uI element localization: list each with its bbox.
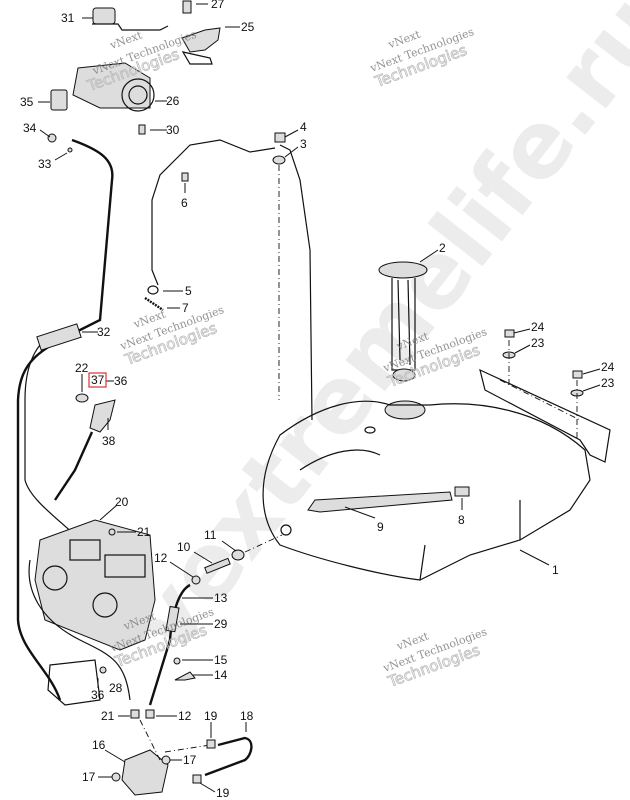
part-7-spring[interactable] bbox=[144, 297, 164, 311]
part-8-fitting[interactable] bbox=[454, 486, 470, 497]
watermark-2: vNext vNext Technologies Technologies bbox=[368, 25, 476, 91]
label-24b: 24 bbox=[601, 360, 615, 374]
part-26-throttle-housing[interactable] bbox=[72, 62, 155, 112]
part-32-connector[interactable] bbox=[36, 323, 82, 351]
part-24-nut-a[interactable] bbox=[504, 329, 515, 338]
watermark-6: vNext vNext Technologies Technologies bbox=[381, 625, 489, 691]
label-21b: 21 bbox=[101, 709, 115, 723]
part-32-cable[interactable] bbox=[16, 138, 114, 701]
label-5: 5 bbox=[185, 284, 192, 298]
part-17-screw-b[interactable] bbox=[111, 772, 121, 782]
label-27: 27 bbox=[211, 0, 225, 11]
label-10: 10 bbox=[177, 540, 191, 554]
label-37[interactable]: 37 bbox=[91, 373, 105, 387]
label-8: 8 bbox=[458, 513, 465, 527]
part-11-grommet[interactable] bbox=[231, 549, 245, 561]
part-28-clip[interactable] bbox=[99, 666, 107, 674]
part-19-clamp-a[interactable] bbox=[206, 739, 216, 749]
label-26: 26 bbox=[166, 94, 180, 108]
part-12-clamp-b[interactable] bbox=[145, 709, 155, 719]
label-36a: 36 bbox=[114, 374, 128, 388]
part-38-primer[interactable] bbox=[54, 399, 116, 501]
label-23a: 23 bbox=[531, 336, 545, 350]
part-5-vent-line[interactable] bbox=[151, 139, 313, 421]
leader-lines bbox=[38, 3, 601, 793]
part-21-clip-b[interactable] bbox=[130, 709, 140, 719]
part-24-nut-b[interactable] bbox=[572, 370, 583, 379]
label-19b: 19 bbox=[216, 786, 230, 800]
label-20: 20 bbox=[115, 495, 129, 509]
label-7: 7 bbox=[182, 301, 189, 315]
part-27-bolt[interactable] bbox=[182, 0, 192, 14]
label-29: 29 bbox=[214, 617, 228, 631]
label-14: 14 bbox=[214, 668, 228, 682]
part-20-carburetor-assembly[interactable] bbox=[28, 519, 156, 701]
label-12b: 12 bbox=[178, 709, 192, 723]
label-25: 25 bbox=[241, 20, 255, 34]
label-38: 38 bbox=[102, 434, 116, 448]
label-35: 35 bbox=[20, 95, 34, 109]
highlight-box-37 bbox=[88, 372, 107, 388]
part-25-lever[interactable] bbox=[181, 27, 221, 65]
lower-valve bbox=[47, 659, 101, 706]
part-30-screw[interactable] bbox=[138, 124, 146, 135]
label-6: 6 bbox=[181, 196, 188, 210]
label-30: 30 bbox=[166, 123, 180, 137]
label-33: 33 bbox=[38, 157, 52, 171]
part-17-screw-a[interactable] bbox=[161, 755, 171, 765]
watermark-3: vNext vNext Technologies Technologies bbox=[118, 303, 226, 369]
part-19-clamp-b[interactable] bbox=[192, 774, 202, 784]
label-3: 3 bbox=[300, 137, 307, 151]
part-13-hose[interactable] bbox=[148, 583, 191, 706]
label-17b: 17 bbox=[82, 770, 96, 784]
label-24a: 24 bbox=[531, 320, 545, 334]
label-34: 34 bbox=[23, 121, 37, 135]
label-4: 4 bbox=[300, 120, 307, 134]
part-14-bracket[interactable] bbox=[174, 671, 196, 681]
label-19a: 19 bbox=[204, 709, 218, 723]
label-31: 31 bbox=[61, 11, 75, 25]
label-12a: 12 bbox=[154, 551, 168, 565]
part-10-fitting[interactable] bbox=[204, 557, 231, 574]
part-12-clamp-a[interactable] bbox=[191, 575, 201, 585]
part-2-fuel-sender[interactable] bbox=[378, 261, 428, 382]
part-3-grommet[interactable] bbox=[272, 155, 286, 165]
part-33-nut[interactable] bbox=[67, 147, 73, 153]
label-1: 1 bbox=[552, 563, 559, 577]
part-16-fuel-pump[interactable] bbox=[121, 749, 169, 796]
fuel-cap-ring bbox=[384, 400, 426, 420]
label-17a: 17 bbox=[183, 753, 197, 767]
label-22: 22 bbox=[75, 361, 89, 375]
part-1-fuel-tank[interactable] bbox=[262, 400, 591, 581]
label-11: 11 bbox=[204, 528, 217, 542]
label-23b: 23 bbox=[601, 376, 615, 390]
label-16: 16 bbox=[92, 738, 106, 752]
part-9-tube[interactable] bbox=[307, 491, 453, 513]
label-32: 32 bbox=[97, 325, 111, 339]
part-35-cover[interactable] bbox=[50, 89, 68, 111]
label-36b: 36 bbox=[91, 688, 105, 702]
part-18-hose[interactable] bbox=[204, 736, 253, 777]
bracket bbox=[479, 368, 611, 463]
label-13: 13 bbox=[214, 591, 228, 605]
label-28: 28 bbox=[109, 681, 123, 695]
part-22-ring[interactable] bbox=[75, 393, 89, 403]
label-18: 18 bbox=[240, 709, 254, 723]
part-29-spring-guard[interactable] bbox=[165, 605, 180, 633]
label-2: 2 bbox=[439, 241, 446, 255]
part-21-clip-a[interactable] bbox=[108, 528, 116, 536]
part-31-switch[interactable] bbox=[92, 7, 169, 31]
label-21a: 21 bbox=[137, 525, 151, 539]
label-15: 15 bbox=[214, 653, 228, 667]
part-34-clip[interactable] bbox=[47, 133, 57, 143]
part-6-clip[interactable] bbox=[181, 172, 189, 182]
label-9: 9 bbox=[377, 520, 384, 534]
part-4-fitting[interactable] bbox=[274, 132, 286, 143]
part-15-screw[interactable] bbox=[173, 657, 181, 665]
